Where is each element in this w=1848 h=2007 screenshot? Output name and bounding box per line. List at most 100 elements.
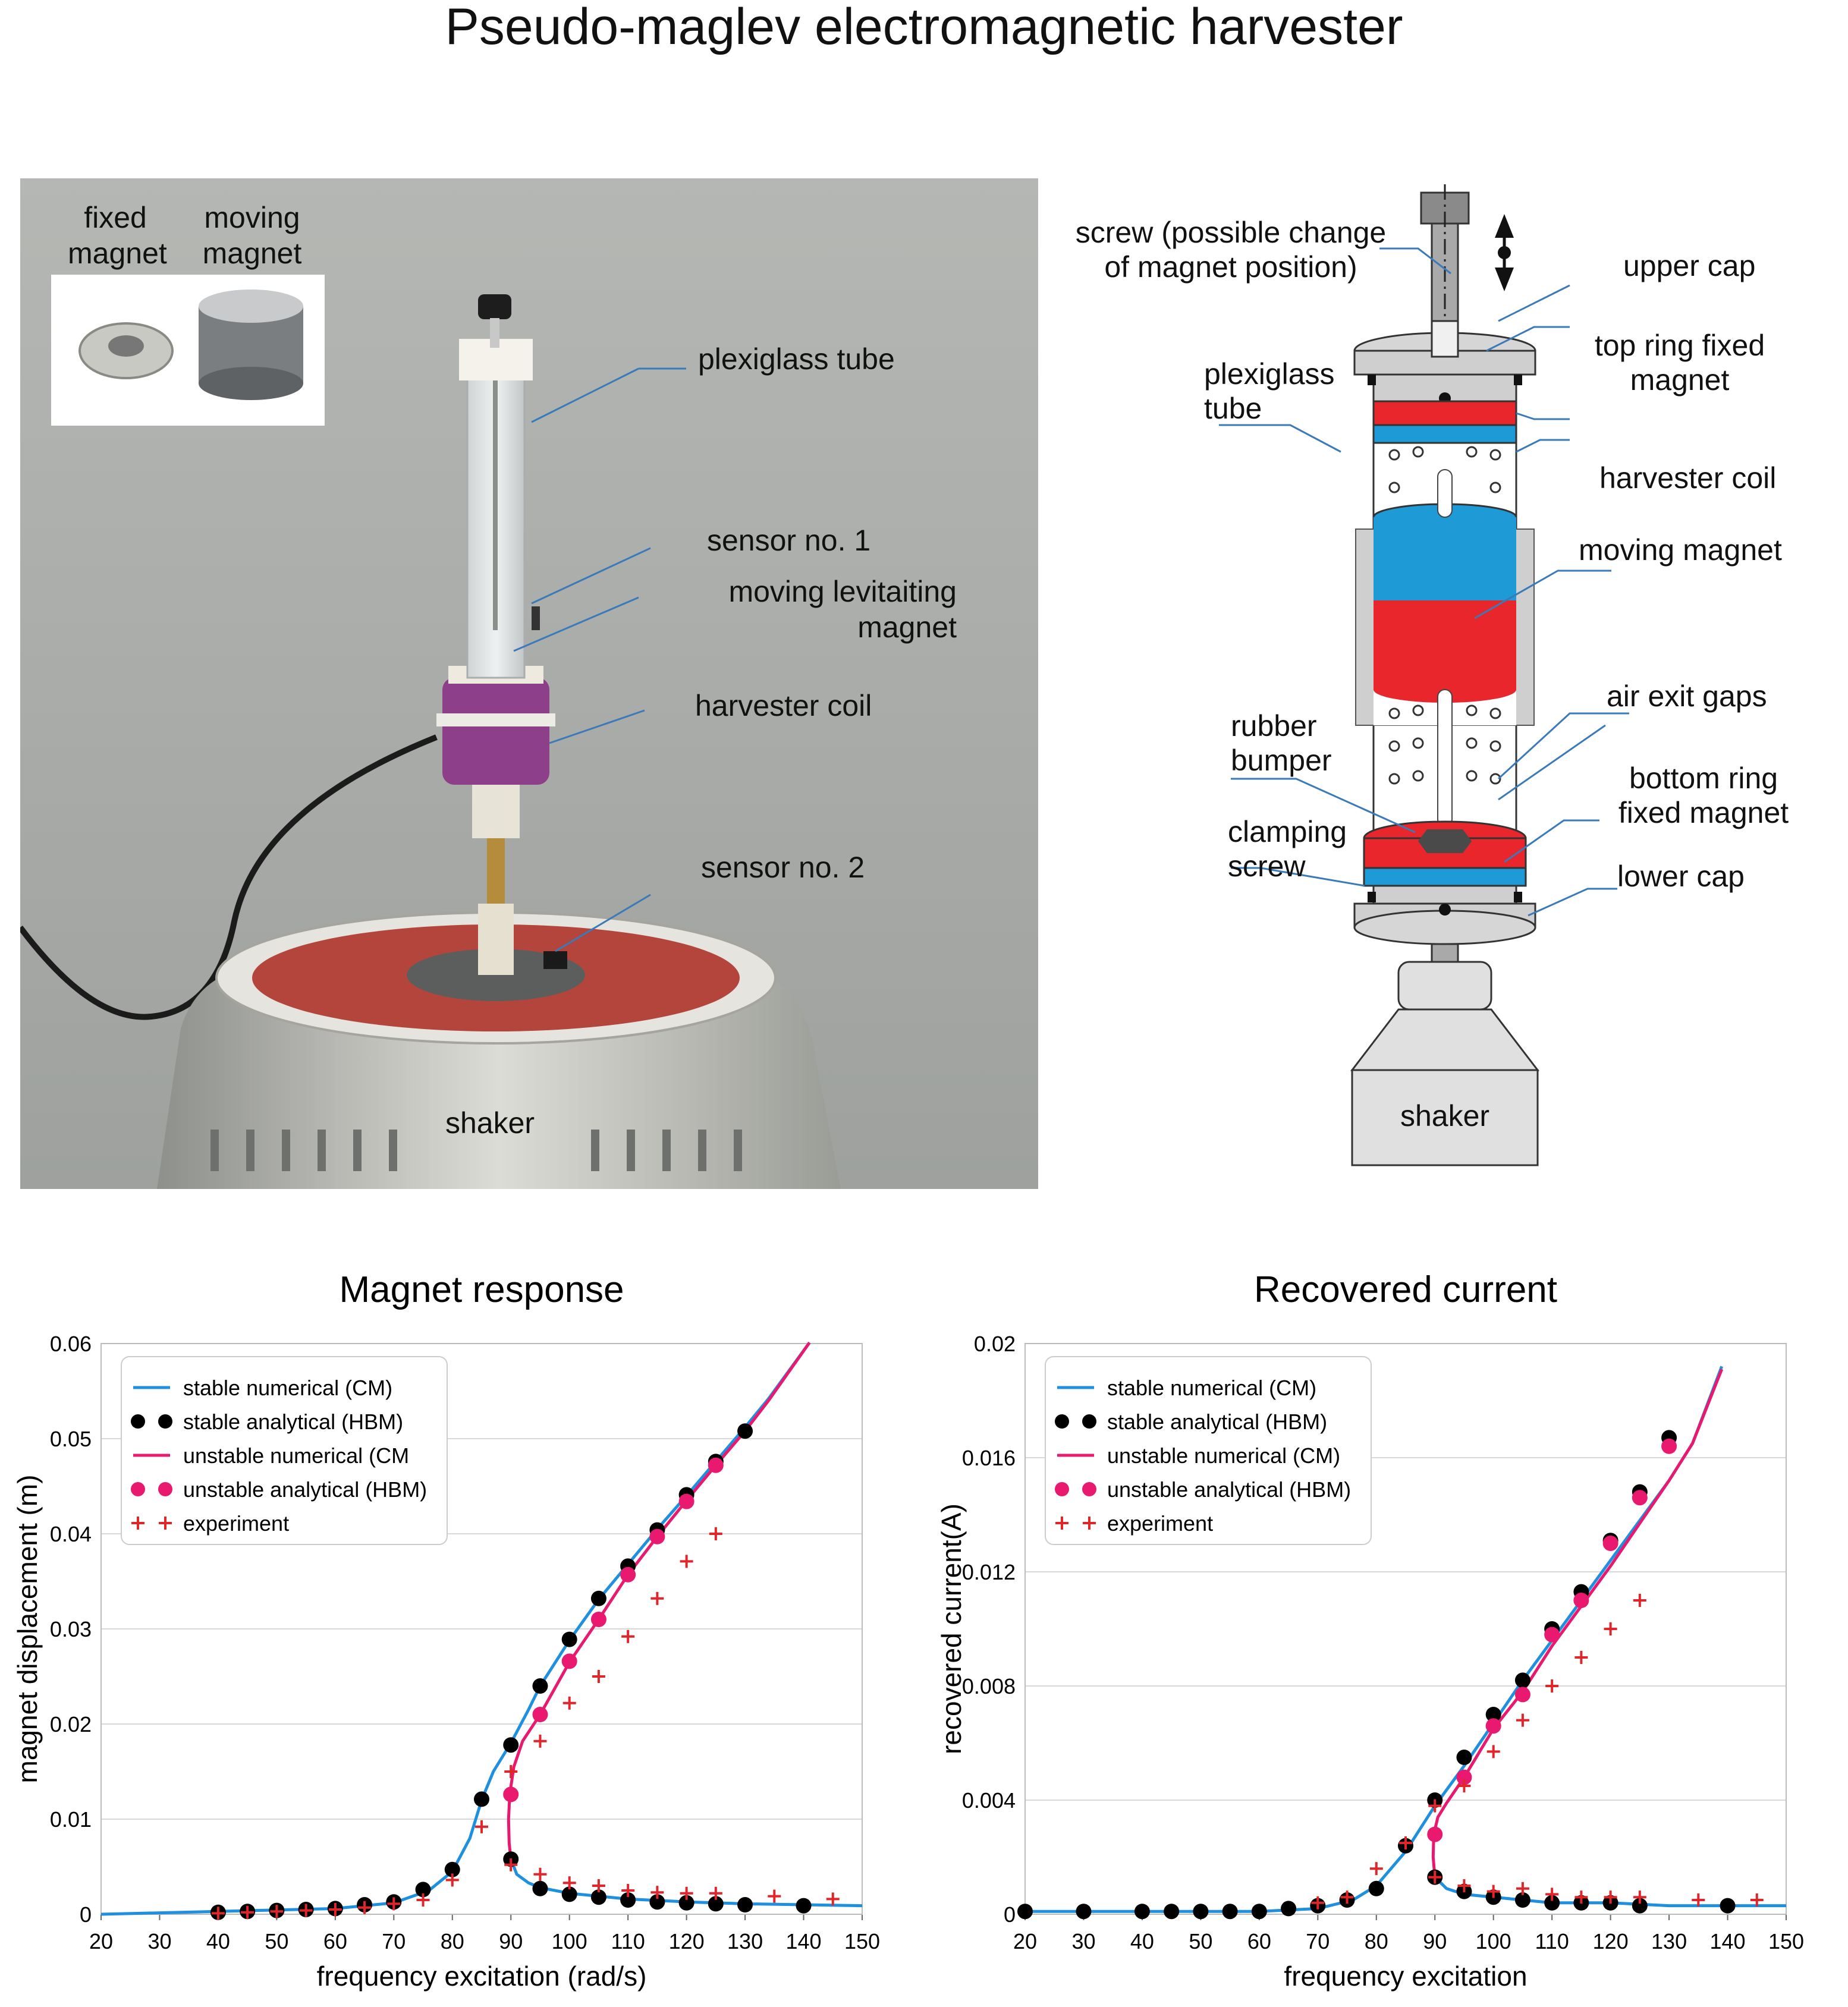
experiment-point (1516, 1882, 1529, 1895)
experiment-point (1340, 1890, 1354, 1904)
experiment-point (358, 1901, 372, 1914)
x-axis-label: frequency excitation (1284, 1961, 1527, 1992)
experiment-point (504, 1858, 518, 1871)
experiment-point (1486, 1885, 1500, 1898)
unstable-analytical-point (503, 1786, 519, 1802)
stable-analytical-point (1544, 1895, 1560, 1911)
x-tick-label: 120 (669, 1929, 705, 1953)
experiment-point (680, 1555, 693, 1568)
legend-swatch-unstable-dot (131, 1482, 145, 1496)
experiment-point (1604, 1622, 1617, 1635)
x-tick-label: 60 (1247, 1929, 1271, 1953)
x-tick-label: 80 (1365, 1929, 1388, 1953)
experiment-point (1574, 1651, 1588, 1664)
x-tick-label: 90 (499, 1929, 523, 1953)
stable-analytical-point (503, 1737, 519, 1753)
stable-analytical-point (1514, 1892, 1530, 1908)
y-axis-label: recovered current(A) (936, 1503, 967, 1754)
experiment-point (445, 1873, 459, 1887)
bottom-ring-magnet-blue (1363, 867, 1527, 887)
legend-label: stable analytical (HBM) (1107, 1410, 1327, 1434)
moving-magnet-label: moving magnet (202, 201, 302, 270)
stable-analytical-point (590, 1889, 606, 1905)
y-tick-label: 0.05 (50, 1427, 92, 1451)
stable-analytical-point (1485, 1707, 1501, 1722)
legend-swatch-unstable-dot (1055, 1482, 1069, 1496)
legend-label: unstable numerical (CM) (1107, 1443, 1340, 1468)
chart-title: Recovered current (1254, 1269, 1557, 1310)
stable-analytical-point (590, 1590, 606, 1606)
experiment-point (562, 1696, 576, 1710)
unstable-analytical-point (1602, 1536, 1618, 1551)
y-tick-label: 0.03 (50, 1617, 92, 1641)
chart-title: Magnet response (339, 1269, 624, 1310)
y-tick-label: 0 (1004, 1902, 1016, 1927)
stable-analytical-point (1076, 1904, 1092, 1920)
unstable-analytical-point (1632, 1490, 1648, 1506)
top-ring-magnet-blue (1372, 424, 1517, 444)
legend-swatch-stable-dot (158, 1414, 172, 1429)
diagram-coil-label: harvester coil (1599, 461, 1777, 495)
harvester-diagram: screw (possible change of magnet positio… (1046, 178, 1848, 1201)
x-tick-label: 20 (89, 1929, 113, 1953)
upper-cap-label: upper cap (1623, 249, 1756, 282)
legend-box (121, 1356, 448, 1545)
x-tick-label: 40 (206, 1929, 230, 1953)
x-tick-label: 40 (1130, 1929, 1154, 1953)
experiment-point (1604, 1890, 1617, 1904)
plexiglass-tube-label: plexiglass tube (698, 342, 895, 376)
x-tick-label: 80 (441, 1929, 464, 1953)
x-tick-label: 100 (552, 1929, 587, 1953)
experiment-point (299, 1904, 313, 1917)
stable-analytical-point (532, 1880, 548, 1896)
unstable-analytical-point (1485, 1718, 1501, 1734)
x-tick-label: 110 (611, 1929, 645, 1953)
x-axis-label: frequency excitation (rad/s) (317, 1961, 647, 1992)
experiment-point (1311, 1896, 1325, 1910)
legend-label: stable numerical (CM) (183, 1376, 392, 1400)
experiment-point (768, 1889, 781, 1903)
stable-analytical-point (474, 1791, 489, 1807)
x-tick-label: 50 (265, 1929, 288, 1953)
stable-analytical-point (1222, 1904, 1238, 1920)
x-tick-label: 150 (1768, 1929, 1804, 1953)
y-tick-label: 0 (80, 1902, 92, 1927)
stable-analytical-point (1017, 1904, 1033, 1920)
stable-analytical-point (1456, 1750, 1472, 1765)
plexiglass-label: plexiglass tube (1204, 357, 1335, 425)
x-tick-label: 60 (323, 1929, 347, 1953)
screw-label: screw (possible change of magnet positio… (1075, 216, 1387, 284)
sensor-2-label: sensor no. 2 (701, 851, 865, 884)
unstable-analytical-point (1456, 1769, 1472, 1785)
experiment-point (270, 1905, 284, 1918)
moving-magnet-red (1374, 600, 1516, 690)
stable-analytical-point (561, 1886, 577, 1902)
y-tick-label: 0.016 (962, 1446, 1016, 1470)
experiment-point (709, 1527, 722, 1540)
harvester-coil-label: harvester coil (695, 689, 872, 722)
experiment-point (475, 1820, 488, 1833)
rubber-bumper-label: rubber bumper (1231, 709, 1332, 777)
y-axis-label: magnet displacement (m) (12, 1475, 43, 1783)
experiment-point (1692, 1893, 1705, 1907)
experiment-point (650, 1886, 664, 1899)
bottom-ring-label: bottom ring fixed magnet (1618, 762, 1789, 829)
stable-analytical-point (561, 1631, 577, 1647)
experiment-point (592, 1670, 605, 1683)
experiment-point (1486, 1745, 1500, 1759)
y-tick-label: 0.02 (974, 1332, 1016, 1356)
x-tick-label: 90 (1423, 1929, 1447, 1953)
lower-cap-label: lower cap (1617, 860, 1745, 893)
stable-analytical-point (1251, 1904, 1267, 1920)
legend-box (1045, 1356, 1372, 1545)
stable-analytical-point (649, 1894, 665, 1910)
x-tick-label: 120 (1593, 1929, 1629, 1953)
legend-label: experiment (183, 1511, 289, 1536)
diagram-shaker-label: shaker (1400, 1099, 1490, 1133)
page-title: Pseudo-maglev electromagnetic harvester (445, 0, 1403, 55)
stable-analytical-point (708, 1896, 724, 1912)
unstable-numerical-line (507, 1341, 811, 1860)
legend-swatch-stable-dot (1055, 1414, 1069, 1429)
experiment-point (1574, 1890, 1588, 1904)
experiment-point (621, 1884, 635, 1897)
